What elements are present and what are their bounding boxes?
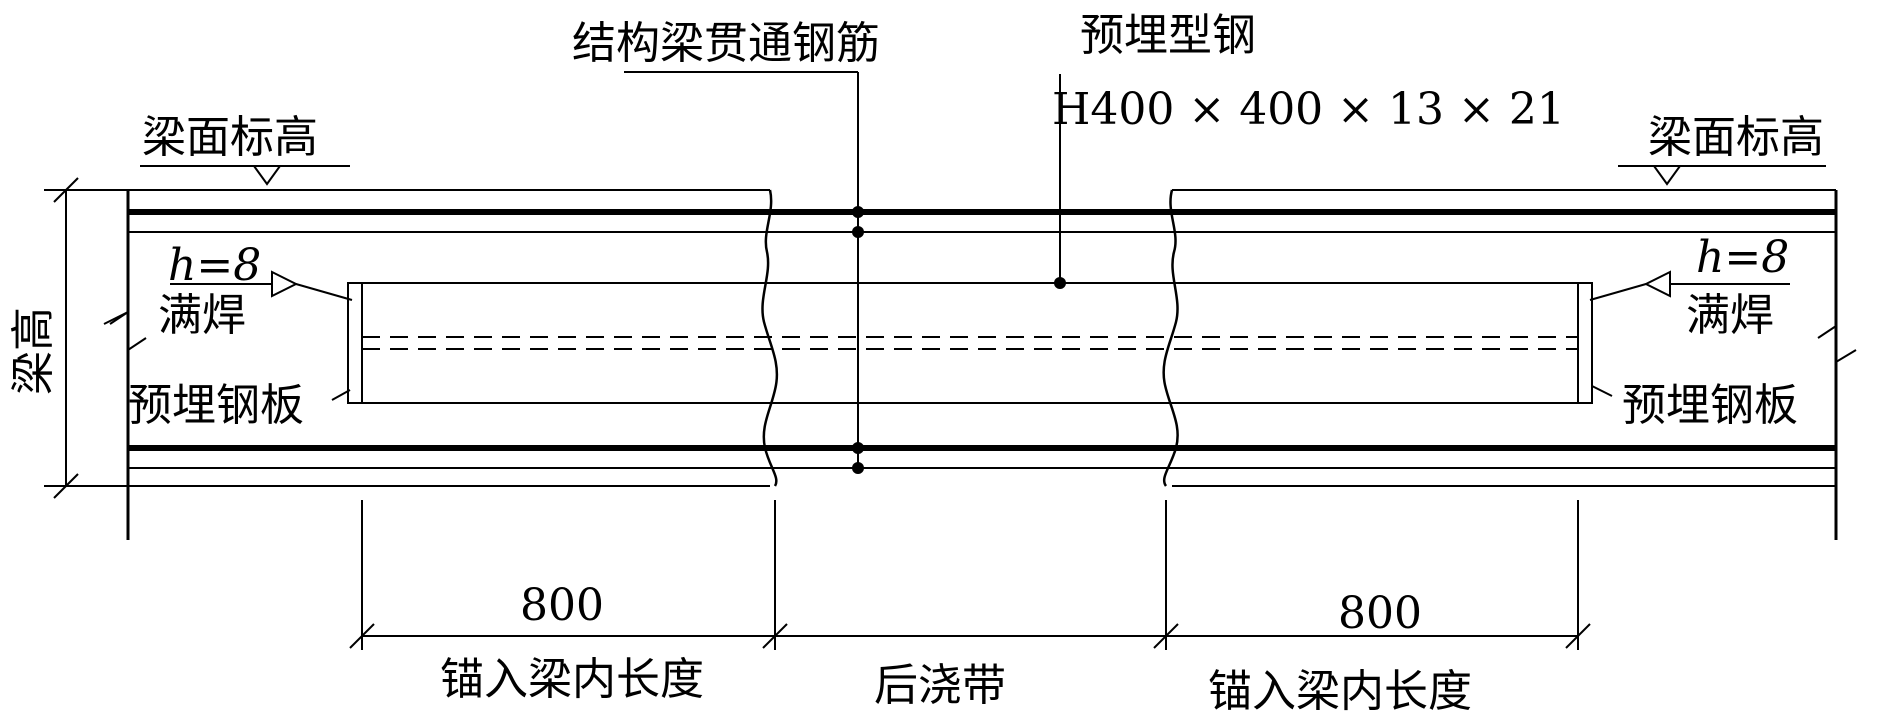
steel-leader (1054, 74, 1066, 289)
embedded-plate-right (1577, 282, 1593, 404)
break-lines (761, 189, 1179, 487)
rebar-leader (624, 71, 864, 474)
steel-spec-label: H400 × 400 × 13 × 21 (1052, 84, 1565, 135)
beam-top-symbol-left (140, 165, 350, 186)
beam-top-label-left: 梁面标高 (142, 112, 318, 163)
weld-symbol-left (170, 270, 353, 301)
weld-symbol-right (1589, 270, 1790, 301)
beam-top-symbol-right (1618, 165, 1826, 186)
embedded-h-steel (362, 282, 1578, 404)
dim-right-text: 锚入梁内长度 (1208, 666, 1472, 714)
side-break-left (103, 310, 147, 352)
plate-label-left: 预埋钢板 (128, 380, 304, 431)
through-rebars (128, 209, 1836, 469)
weld-full-label-right: 满焊 (1686, 290, 1774, 341)
dim-right-value: 800 (1338, 588, 1422, 639)
beam-height-label: 梁高 (8, 307, 59, 395)
structural-rebar-label: 结构梁贯通钢筋 (572, 18, 880, 69)
beam-height-dimension (44, 177, 128, 499)
plate-leaders (331, 385, 1613, 401)
weld-h-label-left: h=8 (168, 240, 261, 291)
weld-h-label-right: h=8 (1696, 232, 1789, 283)
beam-outline (126, 189, 1838, 540)
length-dimensions (349, 500, 1591, 650)
embedded-steel-label: 预埋型钢 (1080, 10, 1256, 61)
side-break-right (1817, 324, 1857, 364)
embedded-plate-left (347, 282, 363, 404)
dim-center-text: 后浇带 (874, 660, 1006, 711)
weld-full-label-left: 满焊 (158, 290, 246, 341)
dim-left-value: 800 (520, 580, 604, 631)
beam-top-label-right: 梁面标高 (1648, 112, 1824, 163)
plate-label-right: 预埋钢板 (1622, 380, 1798, 431)
dim-left-text: 锚入梁内长度 (440, 654, 704, 705)
